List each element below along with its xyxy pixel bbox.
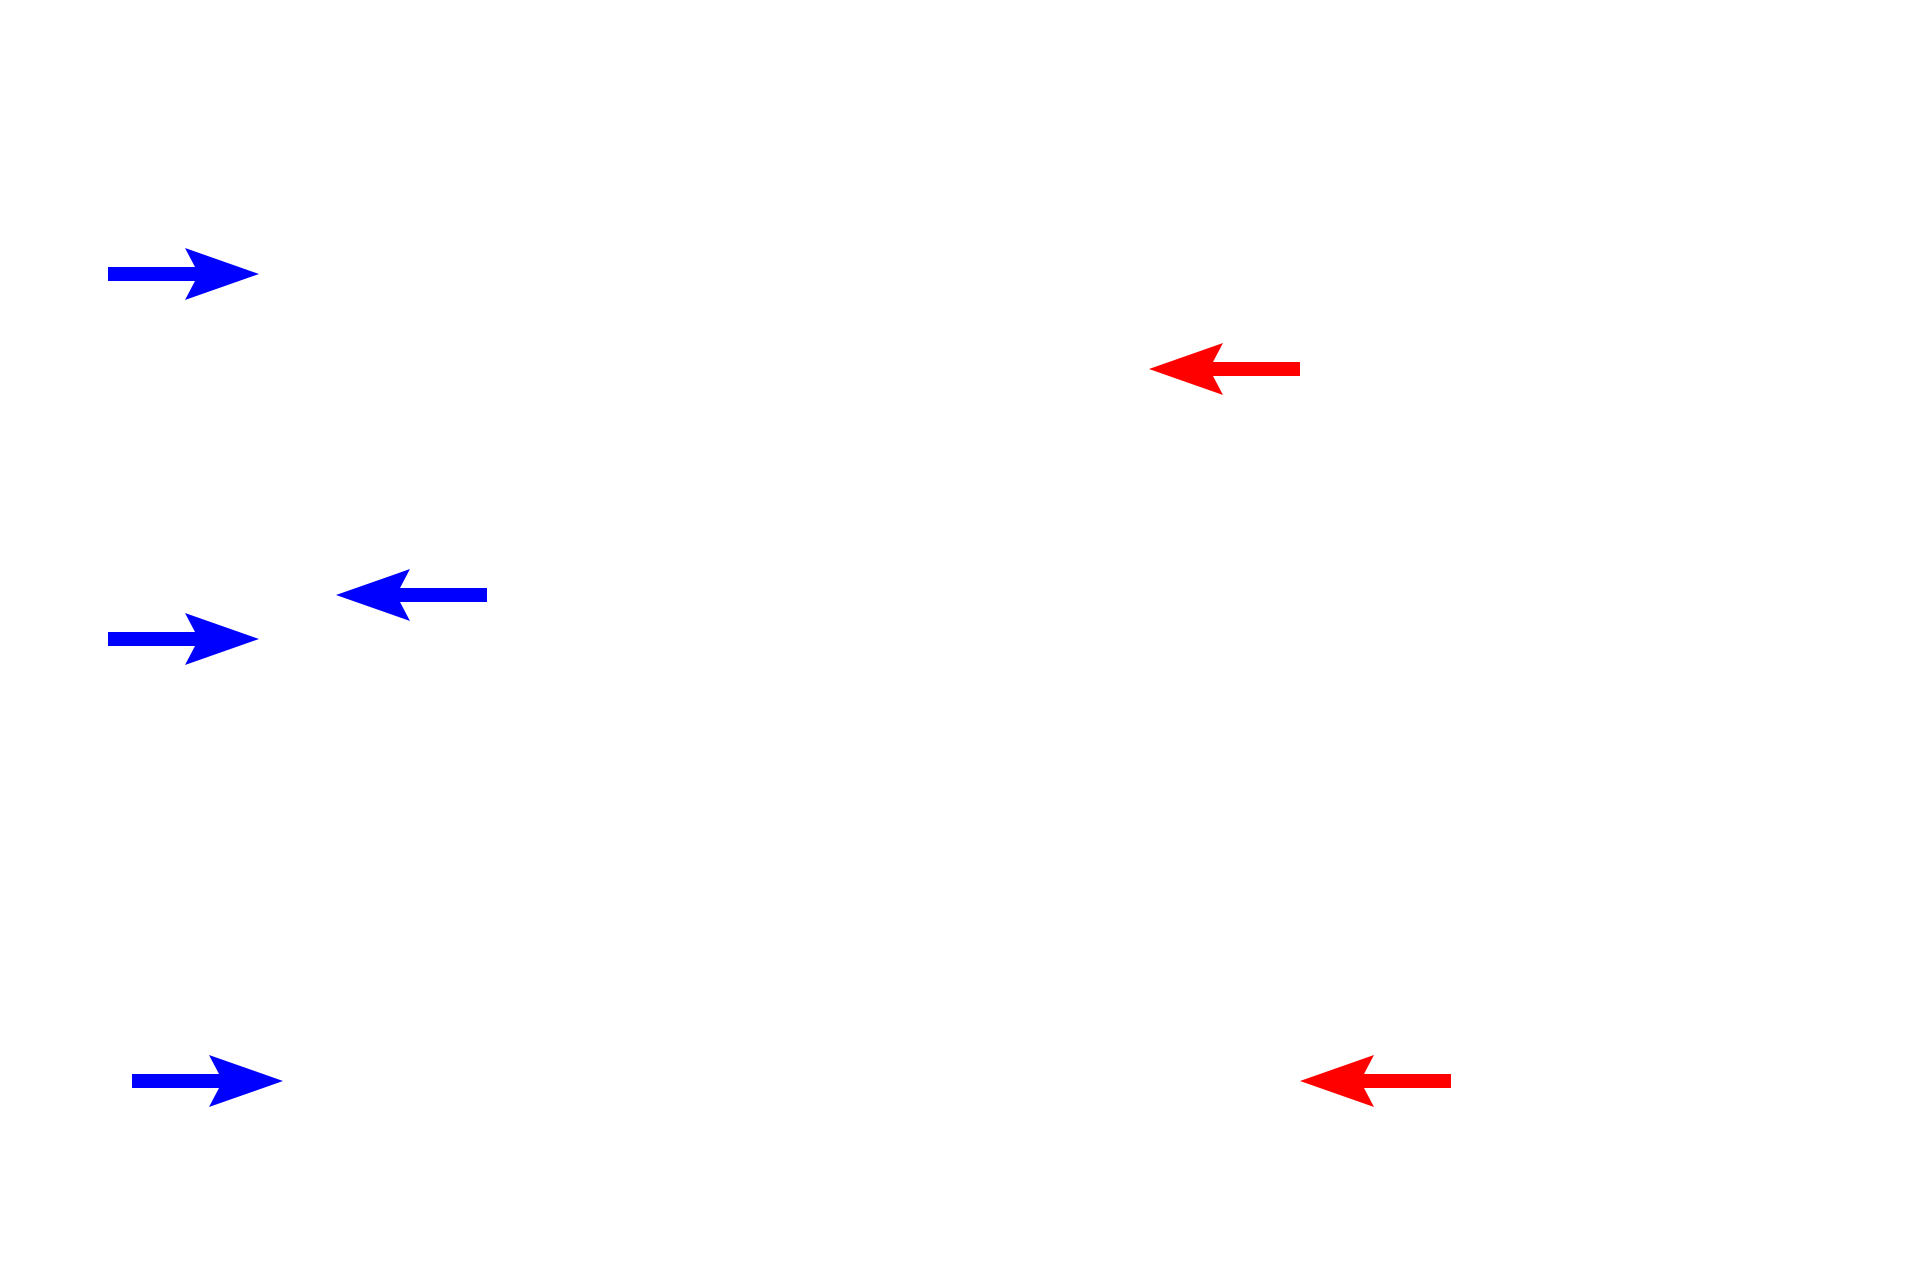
- blue-arrow-left-icon: [336, 569, 487, 621]
- blue-arrow-right-icon: [108, 248, 259, 300]
- red-arrow-left-icon: [1300, 1055, 1451, 1107]
- red-arrow-left-icon: [1149, 343, 1300, 395]
- blue-arrow-right-icon: [132, 1055, 283, 1107]
- blue-arrow-right-icon: [108, 613, 259, 665]
